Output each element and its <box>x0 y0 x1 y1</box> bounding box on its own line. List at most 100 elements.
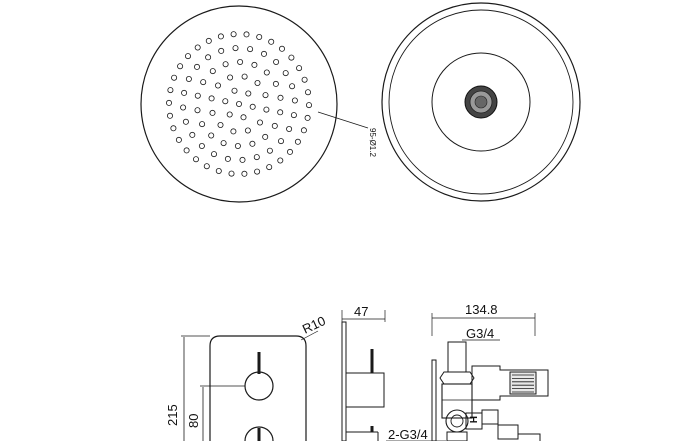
nozzle <box>277 109 284 116</box>
nozzle <box>286 148 293 155</box>
nozzle <box>194 107 201 114</box>
nozzle <box>239 156 246 163</box>
nozzle <box>192 156 199 163</box>
nozzle <box>185 76 192 83</box>
valve-front-view: R10 215 80 <box>165 313 328 441</box>
nozzle <box>215 167 222 174</box>
nozzle <box>278 45 285 52</box>
nozzle <box>175 136 182 143</box>
nozzle <box>209 109 216 116</box>
spacing-label: 80 <box>186 414 201 428</box>
lower-cap <box>518 433 541 441</box>
nozzle <box>209 68 216 75</box>
nozzle <box>266 164 273 171</box>
nozzle <box>291 97 298 104</box>
valve-side-view: 47 <box>341 304 386 441</box>
thread-top-label: G3/4 <box>466 326 494 341</box>
nozzle <box>217 33 224 40</box>
nozzle <box>170 125 177 132</box>
height-label: 215 <box>165 404 180 426</box>
nozzle <box>266 147 273 154</box>
nozzle <box>277 157 284 164</box>
nozzle <box>268 38 275 45</box>
cartridge-housing <box>471 365 549 401</box>
nozzle <box>241 73 248 80</box>
mount-plate <box>431 359 437 441</box>
nozzle <box>241 170 248 177</box>
nozzle <box>222 98 229 105</box>
nozzle <box>205 37 212 44</box>
nozzle <box>305 102 312 109</box>
nozzle <box>228 170 235 177</box>
nozzle <box>288 54 295 61</box>
nozzle <box>220 140 227 147</box>
nozzle <box>226 111 233 118</box>
nozzle <box>271 122 278 129</box>
handle-knob-top <box>244 371 274 401</box>
nozzle <box>183 147 190 154</box>
nozzle <box>243 31 250 38</box>
nozzle-grid <box>165 31 312 177</box>
side-knob-top <box>345 372 385 408</box>
valve-body-view: 134.8 G3/4 H 2-G3/4 <box>386 302 549 441</box>
nozzle <box>272 80 279 87</box>
outlet-nut <box>439 371 475 385</box>
connector-bore <box>474 95 488 109</box>
nozzle <box>277 94 284 101</box>
nozzle <box>251 61 258 68</box>
nozzle <box>294 138 301 145</box>
nozzle <box>254 168 261 175</box>
width-label: 134.8 <box>465 302 498 317</box>
nozzle <box>253 154 260 161</box>
nozzle <box>260 50 267 57</box>
nozzle <box>230 31 237 38</box>
inlet-fitting <box>445 409 469 433</box>
nozzle <box>189 131 196 138</box>
nozzle <box>296 65 303 72</box>
rear-outer-rim <box>381 2 581 202</box>
nozzle <box>171 74 178 81</box>
radius-leader <box>300 330 319 341</box>
nozzle <box>249 140 256 147</box>
inlet-fitting-inner <box>450 414 464 428</box>
nozzle <box>205 54 212 61</box>
shower-head-front-view: 95-Ø1.2 <box>140 5 377 203</box>
nozzle <box>273 59 280 66</box>
nozzle <box>232 45 239 52</box>
nozzle <box>217 122 224 129</box>
nozzle <box>222 61 229 68</box>
nozzle <box>234 142 241 149</box>
nozzle-note-label: 95-Ø1.2 <box>368 128 377 157</box>
nozzle-leader-line <box>317 111 369 129</box>
nozzle <box>263 69 270 76</box>
nozzle <box>282 70 289 77</box>
nozzle <box>208 132 215 139</box>
nozzle <box>256 34 263 41</box>
side-plate <box>341 321 347 441</box>
nozzle <box>304 114 311 121</box>
lower-outlet-pipe <box>497 424 519 440</box>
lower-cartridge <box>481 409 499 425</box>
handle-knob-bottom <box>244 426 274 441</box>
rear-inner-rim <box>388 9 574 195</box>
nozzle <box>194 44 201 51</box>
nozzle <box>203 163 210 170</box>
thread-inlets-label: 2-G3/4 <box>388 427 428 441</box>
nozzle <box>244 127 251 134</box>
shower-head-outline <box>140 5 338 203</box>
nozzle <box>227 74 234 81</box>
nozzle <box>210 151 217 158</box>
nozzle <box>218 47 225 54</box>
nozzle <box>182 118 189 125</box>
nozzle <box>289 83 296 90</box>
bottom-pipe-left <box>446 431 468 441</box>
nozzle <box>286 126 293 133</box>
nozzle <box>254 80 261 87</box>
nozzle <box>263 106 270 113</box>
nozzle <box>262 92 269 99</box>
nozzle <box>249 103 256 110</box>
nozzle <box>231 87 238 94</box>
shower-head-rear-view <box>381 2 581 202</box>
valve-plate-outline <box>209 335 307 441</box>
nozzle <box>194 92 201 99</box>
